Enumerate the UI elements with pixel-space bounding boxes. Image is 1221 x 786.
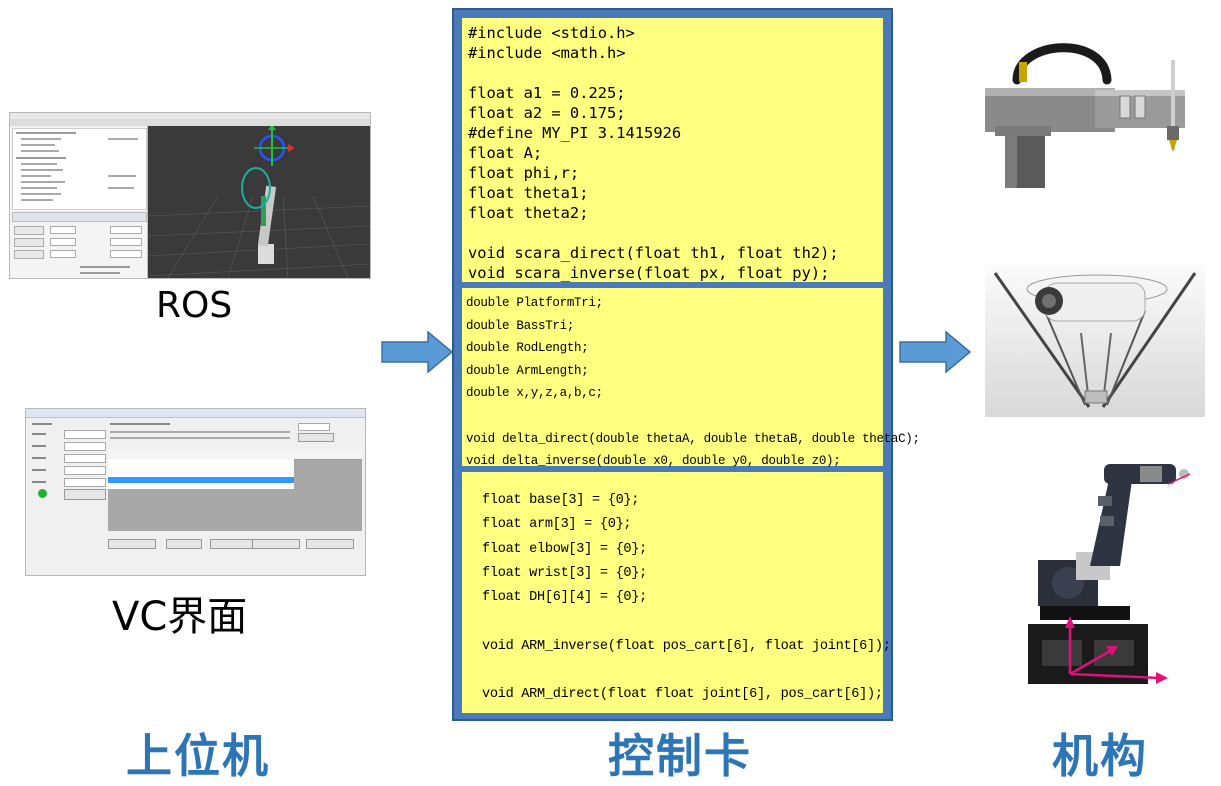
status-led [38,489,47,498]
delta-code-text: double PlatformTri; double BassTri; doub… [462,288,920,473]
scara-code-text: #include <stdio.h> #include <math.h> flo… [462,18,883,283]
code-line: double PlatformTri; [466,296,603,310]
industrial-arm-image [1028,464,1191,684]
vc-screenshot [25,408,366,576]
code-line: double BassTri; [466,318,575,333]
code-line: double ArmLength; [466,363,589,378]
code-line: void scara_inverse(float px, float py); [468,264,830,282]
code-line: double RodLength; [466,341,589,356]
host-computer-label: 上位机 [126,729,270,783]
control-card-label: 控制卡 [608,729,752,783]
code-line: double x,y,z,a,b,c; [466,386,603,401]
code-line: float theta1; [468,184,589,202]
code-line: float arm[3] = {0}; [482,517,632,533]
code-line: float elbow[3] = {0}; [482,541,648,557]
vc-caption: VC界面 [112,594,248,640]
code-line: float phi,r; [468,164,580,182]
arm-code-text: float base[3] = {0}; float arm[3] = {0};… [462,472,891,708]
arm-code-block: float base[3] = {0}; float arm[3] = {0};… [462,472,891,713]
code-line: float wrist[3] = {0}; [482,565,648,581]
arrow-right-icon [381,330,454,374]
code-line: #define MY_PI 3.1415926 [468,124,682,142]
scara-code-block: #include <stdio.h> #include <math.h> flo… [462,18,883,282]
code-line: void ARM_inverse(float pos_cart[6], floa… [482,638,891,654]
rviz-3d-view [147,124,370,278]
ros-screenshot [9,112,371,279]
code-line: float base[3] = {0}; [482,493,640,508]
code-line: void delta_inverse(double x0, double y0,… [466,454,841,469]
control-card-panel: #include <stdio.h> #include <math.h> flo… [452,8,920,721]
code-line: void delta_direct(double thetaA, double … [466,431,920,446]
robot-viewport-graphic [147,124,370,278]
code-line: float DH[6][4] = {0}; [482,590,648,606]
code-line: #include <stdio.h> [468,24,635,42]
code-line: void ARM_direct(float float joint[6], po… [482,687,883,703]
mechanism-label: 机构 [1052,729,1148,783]
code-line: float a1 = 0.225; [468,84,626,102]
code-line: void scara_direct(float th1, float th2); [468,244,839,262]
code-line: float theta2; [468,204,589,222]
ros-caption: ROS [156,285,233,326]
delta-robot-image [985,265,1205,417]
delta-code-block: double PlatformTri; double BassTri; doub… [462,288,920,468]
scara-robot-image [985,43,1185,188]
vc-data-grid [108,449,362,531]
code-line: float a2 = 0.175; [468,104,626,122]
code-line: #include <math.h> [468,44,626,62]
arrow-right-icon [899,330,972,374]
code-line: float A; [468,144,543,162]
